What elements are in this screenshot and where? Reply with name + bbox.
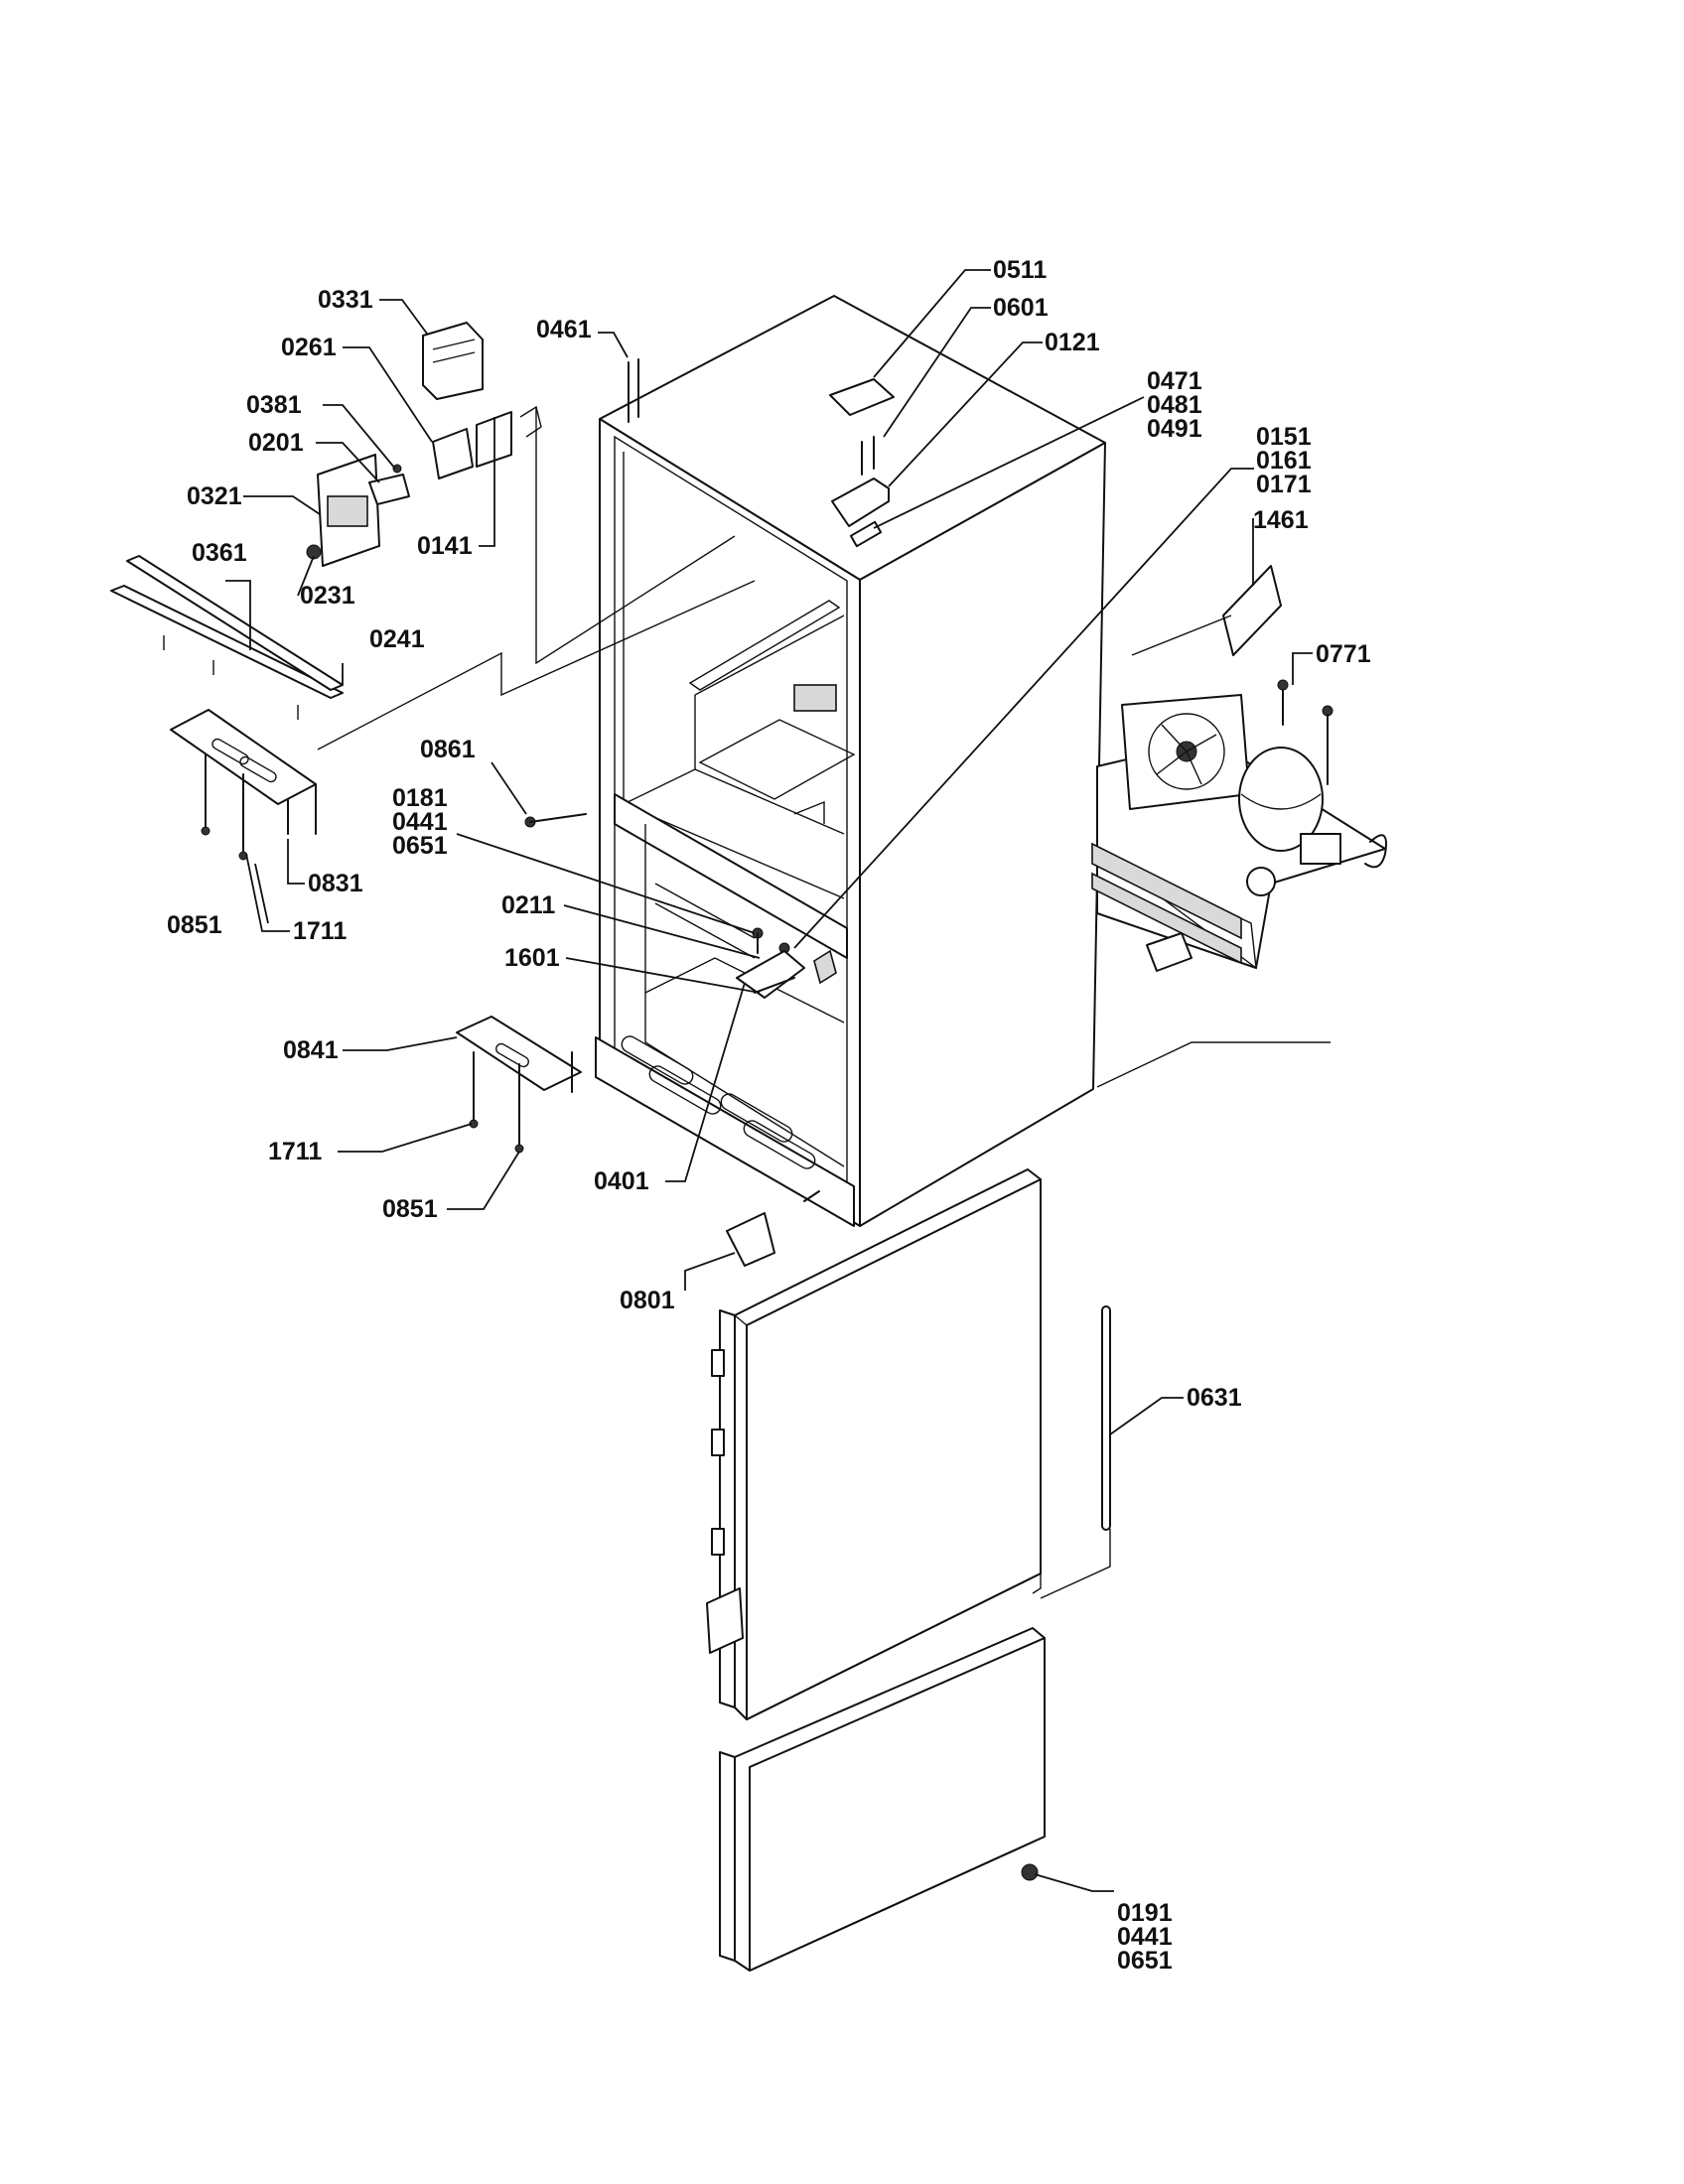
callout-0471: 0471 — [1147, 367, 1202, 395]
fresh-food-door — [706, 1168, 1111, 1720]
callout-0631: 0631 — [1187, 1384, 1242, 1412]
callout-0321: 0321 — [187, 482, 242, 510]
callout-0331: 0331 — [318, 286, 373, 314]
machine-compartment — [1091, 565, 1387, 1088]
callout-1601: 1601 — [504, 944, 560, 972]
drawer-glide-0191 — [1021, 1863, 1039, 1881]
freezer-door — [719, 1627, 1046, 1972]
callout-0481: 0481 — [1147, 391, 1202, 419]
callout-0831: 0831 — [308, 870, 363, 897]
callout-0211: 0211 — [501, 891, 555, 919]
callout-0231: 0231 — [300, 582, 355, 610]
callout-0121: 0121 — [1045, 329, 1100, 356]
control-knob-housing-0331 — [422, 322, 484, 400]
damper-control-0261 — [432, 428, 474, 479]
hinge-shim — [849, 520, 883, 548]
callout-0851-upper: 0851 — [167, 911, 222, 939]
callout-0261: 0261 — [281, 334, 337, 361]
callout-0801: 0801 — [620, 1287, 675, 1314]
rail-0241 — [126, 555, 344, 691]
condenser-fan — [1148, 713, 1225, 790]
callout-labels: 0511 0601 0121 0471 0481 0491 0151 0161 … — [167, 256, 1371, 1975]
callout-0181: 0181 — [392, 784, 448, 812]
cabinet — [595, 295, 1106, 1227]
callout-0401: 0401 — [594, 1167, 649, 1195]
callout-0461: 0461 — [536, 316, 592, 343]
hinge-cover-0511 — [829, 378, 895, 416]
callout-0441-lower: 0441 — [1117, 1923, 1173, 1951]
bottom-hinge-0801 — [726, 1212, 775, 1267]
callout-0651-lower: 0651 — [1117, 1947, 1173, 1975]
leader-lines — [225, 269, 1313, 1892]
callout-1711-upper: 1711 — [293, 917, 347, 945]
callout-0771: 0771 — [1316, 640, 1371, 668]
callout-1711-lower: 1711 — [268, 1138, 322, 1165]
callout-0191: 0191 — [1117, 1899, 1173, 1927]
callout-1461: 1461 — [1253, 506, 1309, 534]
callout-0141: 0141 — [417, 532, 473, 560]
callout-0601: 0601 — [993, 294, 1049, 322]
control-assembly — [306, 322, 542, 567]
callout-0171: 0171 — [1256, 471, 1312, 498]
callout-0201: 0201 — [248, 429, 304, 457]
inner-hardware — [726, 927, 837, 1267]
control-knob-0231 — [306, 544, 322, 560]
callout-0151: 0151 — [1256, 423, 1312, 451]
bracket-1461 — [1222, 565, 1282, 656]
door-handle-0631 — [1101, 1305, 1111, 1531]
callout-0361: 0361 — [192, 539, 247, 567]
callout-0161: 0161 — [1256, 447, 1312, 475]
compressor — [1238, 747, 1324, 852]
callout-0651-upper: 0651 — [392, 832, 448, 860]
callout-0861: 0861 — [420, 736, 476, 763]
callout-0491: 0491 — [1147, 415, 1202, 443]
callout-0851-lower: 0851 — [382, 1195, 438, 1223]
callout-0381: 0381 — [246, 391, 302, 419]
callout-0441-upper: 0441 — [392, 808, 448, 836]
top-hinge-assembly — [628, 358, 895, 548]
left-hardware — [110, 407, 756, 1154]
top-hinge-0121 — [831, 478, 890, 527]
callout-0841: 0841 — [283, 1036, 339, 1064]
callout-0241: 0241 — [369, 625, 425, 653]
rail-0361 — [110, 585, 344, 699]
drain-pan — [1146, 932, 1193, 972]
callout-0511: 0511 — [993, 256, 1047, 284]
